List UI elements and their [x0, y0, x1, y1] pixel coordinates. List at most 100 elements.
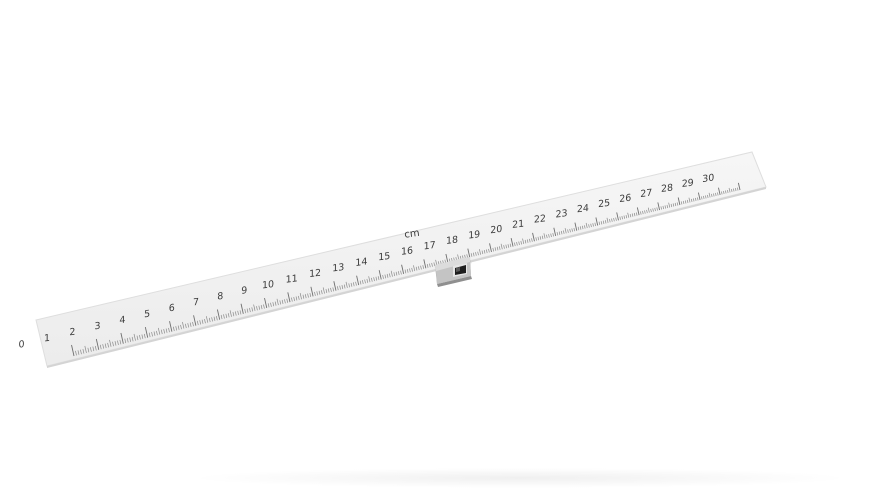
ruler-label-5: 5	[144, 309, 150, 321]
minor-tick	[431, 262, 433, 267]
minor-tick	[177, 325, 180, 330]
minor-tick	[496, 246, 499, 251]
ruler-label-28: 28	[661, 182, 673, 195]
minor-tick	[94, 345, 97, 351]
minor-tick	[563, 230, 565, 234]
minor-tick	[422, 265, 424, 269]
ruler-label-23: 23	[555, 208, 567, 221]
ruler-label-17: 17	[424, 240, 436, 253]
minor-tick	[552, 233, 554, 237]
minor-tick	[548, 234, 550, 238]
ruler-edge	[47, 187, 766, 368]
minor-tick	[397, 271, 400, 276]
minor-tick	[104, 343, 107, 349]
major-tick	[467, 248, 471, 258]
minor-tick	[141, 334, 144, 339]
major-tick	[718, 187, 721, 196]
minor-tick	[386, 273, 389, 278]
major-tick	[216, 309, 221, 320]
minor-tick	[253, 304, 256, 311]
ruler-label-0: 0	[18, 339, 24, 351]
minor-tick	[668, 202, 671, 208]
ruler-label-26: 26	[619, 193, 631, 206]
minor-tick	[263, 304, 265, 309]
major-tick	[144, 326, 149, 338]
minor-tick	[524, 239, 527, 244]
minor-tick	[670, 203, 673, 208]
minor-tick	[577, 226, 580, 231]
minor-tick	[246, 308, 249, 313]
minor-tick	[588, 224, 590, 228]
minor-tick	[693, 198, 695, 202]
minor-tick	[477, 251, 479, 256]
minor-tick	[156, 330, 158, 336]
minor-tick	[676, 202, 679, 206]
minor-tick	[526, 239, 529, 243]
ruler-label-4: 4	[119, 314, 125, 326]
minor-tick	[564, 228, 567, 234]
major-tick	[378, 270, 382, 280]
minor-tick	[479, 249, 481, 255]
major-tick	[333, 281, 337, 291]
minor-tick	[322, 287, 325, 294]
minor-tick	[272, 302, 275, 307]
minor-tick	[187, 323, 190, 328]
minor-tick	[251, 307, 254, 312]
minor-tick	[539, 236, 542, 240]
minor-tick	[298, 295, 300, 300]
minor-tick	[211, 317, 213, 322]
minor-tick	[646, 209, 648, 214]
minor-tick	[503, 245, 505, 249]
minor-tick	[581, 225, 584, 230]
minor-tick	[406, 268, 409, 273]
minor-tick	[567, 229, 569, 233]
minor-tick	[375, 276, 378, 281]
minor-tick	[621, 215, 623, 220]
minor-tick	[143, 333, 146, 339]
minor-tick	[707, 194, 709, 199]
minor-tick	[185, 323, 187, 329]
major-tick	[95, 338, 100, 350]
major-tick	[310, 286, 314, 297]
minor-tick	[550, 233, 552, 238]
minor-tick	[674, 202, 677, 207]
minor-tick	[382, 275, 384, 279]
minor-tick	[321, 290, 323, 295]
minor-tick	[695, 197, 697, 202]
minor-tick	[666, 204, 669, 209]
major-tick	[120, 332, 124, 344]
minor-tick	[151, 332, 153, 337]
minor-tick	[393, 272, 396, 277]
minor-tick	[325, 289, 328, 294]
minor-tick	[717, 192, 719, 196]
minor-tick	[483, 249, 486, 254]
minor-tick	[644, 210, 646, 214]
minor-tick	[330, 287, 332, 292]
component	[434, 257, 472, 287]
minor-tick	[475, 252, 477, 256]
minor-tick	[279, 300, 282, 305]
minor-tick	[569, 228, 571, 233]
major-tick	[616, 212, 619, 221]
minor-tick	[343, 284, 346, 289]
minor-tick	[592, 223, 594, 227]
ruler-label-19: 19	[468, 229, 480, 242]
minor-tick	[725, 190, 727, 194]
minor-tick	[613, 218, 615, 222]
minor-tick	[270, 302, 272, 307]
minor-tick	[192, 321, 194, 327]
minor-tick	[350, 282, 353, 287]
minor-tick	[163, 329, 166, 334]
minor-tick	[276, 298, 279, 306]
minor-tick	[684, 200, 687, 204]
ruler-label-2: 2	[69, 327, 75, 339]
ruler-label-10: 10	[262, 279, 274, 292]
major-tick	[657, 202, 661, 211]
minor-tick	[256, 306, 258, 311]
component-bottom-edge	[437, 276, 472, 287]
floor-shadow	[190, 468, 850, 488]
ruler-body	[35, 151, 767, 367]
minor-tick	[131, 336, 134, 342]
minor-tick	[505, 244, 507, 249]
